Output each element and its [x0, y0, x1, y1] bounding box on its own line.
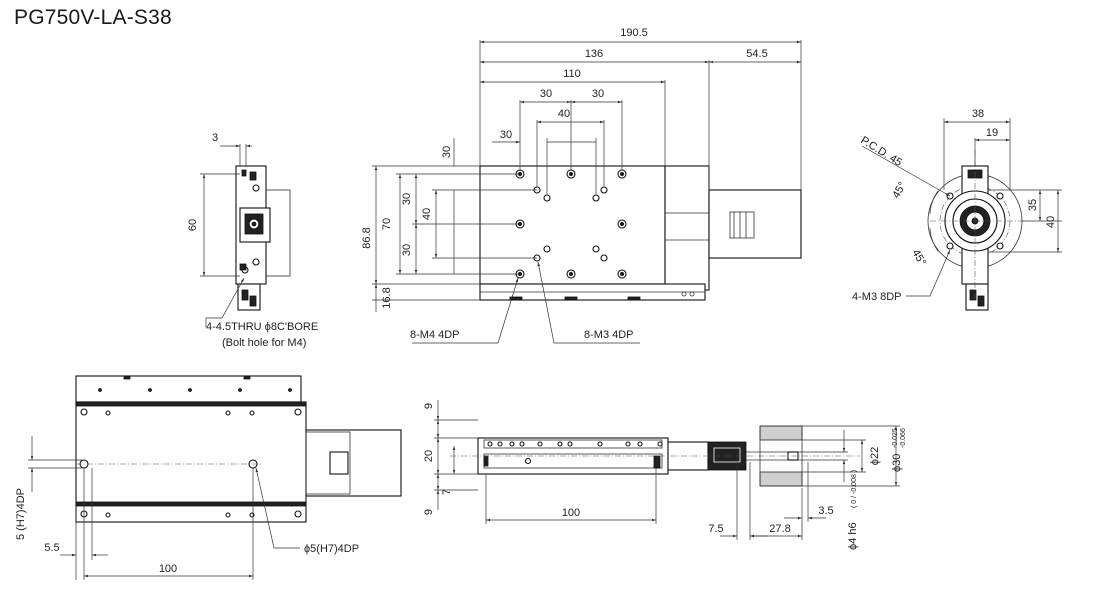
dim-136: 136 [585, 48, 603, 60]
dim-bottom-100: 100 [159, 563, 177, 575]
dim-30-b: 30 [592, 88, 604, 100]
label-pcd-45: P.C.D. 45 [858, 134, 904, 169]
dim-phi4-tol: ( 0 / -0.008 ) [851, 470, 858, 508]
dim-left-86-8: 86.8 [361, 227, 373, 248]
dim-front-9-top: 9 [423, 403, 435, 409]
drawing-title: PG750V-LA-S38 [14, 6, 172, 29]
note-8-m4: 8-M4 4DP [410, 329, 460, 341]
dim-30-a: 30 [540, 88, 552, 100]
dim-left-16-8: 16.8 [381, 287, 393, 308]
dim-phi30-tol-lower: -0.066 [900, 428, 907, 448]
dim-end-19: 19 [986, 127, 998, 139]
dim-front-7: 7 [441, 489, 453, 495]
dim-front-100: 100 [562, 507, 580, 519]
m4-holes [515, 169, 627, 279]
coupler-section-bottom [759, 471, 803, 487]
dim-front-27-8: 27.8 [769, 523, 790, 535]
dim-end-40: 40 [1045, 216, 1057, 228]
end-view [861, 118, 1062, 311]
top-view [372, 40, 802, 344]
dim-54-5: 54.5 [746, 48, 767, 60]
motor-body [708, 189, 802, 259]
bottom-view [28, 375, 402, 580]
stage-top-plate [479, 165, 666, 285]
dim-left-30-top: 30 [441, 146, 453, 158]
motor-coupler [664, 165, 710, 291]
dim-40: 40 [558, 108, 570, 120]
dim-190-5: 190.5 [620, 27, 648, 39]
note-phi5-h7: ϕ5(H7)4DP [304, 543, 359, 555]
dim-end-35: 35 [1027, 199, 1039, 211]
dim-30-c: 30 [500, 129, 512, 141]
dim-front-9-bottom: 9 [423, 509, 435, 515]
coupler-section-top [759, 425, 803, 441]
dim-front-7-5: 7.5 [708, 523, 723, 535]
dim-side-3: 3 [212, 132, 218, 144]
dim-phi22: ϕ22 [869, 447, 881, 465]
label-angle-45-top: 45° [890, 180, 909, 200]
dim-side-60: 60 [187, 219, 199, 231]
dim-phi30: ϕ30 [891, 454, 903, 472]
label-angle-45-bottom: 45° [909, 248, 928, 268]
note-bolt-hole: 4-4.5THRU ϕ8C'BORE [206, 321, 318, 333]
dim-phi30-tol-upper: -0.025 [892, 428, 899, 448]
dim-front-3-5: 3.5 [818, 505, 833, 517]
side-view [200, 144, 291, 327]
note-8-m3: 8-M3 4DP [584, 329, 634, 341]
dim-110: 110 [563, 68, 581, 80]
note-bolt-hole-m4: (Bolt hole for M4) [222, 337, 306, 349]
dim-end-38: 38 [972, 108, 984, 120]
dim-5-5: 5.5 [44, 542, 59, 554]
note-4-m3-8dp: 4-M3 8DP [852, 291, 902, 303]
dim-left-30-bot: 30 [401, 244, 413, 256]
front-view [434, 400, 900, 540]
dim-left-40: 40 [421, 208, 433, 220]
dim-5h7-4dp: 5 (H7)4DP [15, 488, 27, 540]
dim-front-20: 20 [423, 450, 435, 462]
dim-left-70: 70 [381, 218, 393, 230]
dim-phi4-h6: ϕ4 h6 [847, 522, 859, 550]
dim-left-30-mid: 30 [401, 193, 413, 205]
